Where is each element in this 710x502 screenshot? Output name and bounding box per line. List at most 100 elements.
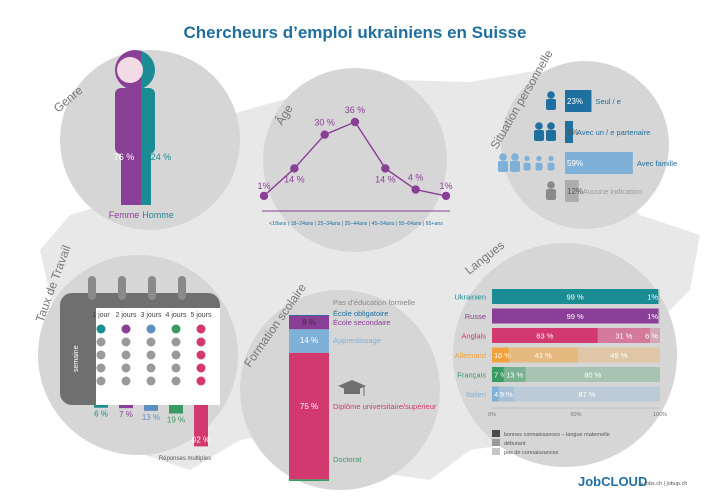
situation-category: Aucune indication <box>583 187 642 196</box>
taux-dot <box>196 324 206 334</box>
langue-segment <box>597 328 650 343</box>
taux-note: Réponses multiples <box>159 456 211 462</box>
graduation-cap-icon <box>338 380 366 396</box>
age-value-label: 1% <box>257 181 270 191</box>
person-icon-body <box>534 130 544 141</box>
taux-dot <box>146 363 156 373</box>
person-icon <box>548 155 554 162</box>
langue-value-label: 99 % <box>567 312 584 321</box>
genre-male-value: 24 % <box>151 152 172 162</box>
person-icon <box>547 181 555 189</box>
situation-value: 6% <box>567 128 579 137</box>
age-value-label: 4 % <box>408 173 424 183</box>
langue-segment <box>525 367 660 382</box>
langue-value-label: 13 % <box>506 371 523 380</box>
legend-swatch <box>492 430 500 437</box>
taux-day-label: 2 jours <box>115 312 137 319</box>
legend-label: pas de connaissances <box>504 450 559 456</box>
age-value-label: 36 % <box>345 105 366 115</box>
langue-value-label: 7 % <box>494 371 507 380</box>
langue-label: Allemand <box>455 351 486 360</box>
taux-dot <box>96 350 106 360</box>
age-point <box>441 191 451 201</box>
genre-female-value: 76 % <box>114 152 135 162</box>
formation-category: Doctorat <box>333 455 362 464</box>
person-icon-body <box>523 162 531 171</box>
genre-female-label: Femme <box>109 210 140 220</box>
age-line-chart: 1%14 %30 %36 %14 %4 %1% <box>257 105 453 201</box>
age-point <box>381 164 390 173</box>
page-title: Chercheurs d’emploi ukrainiens en Suisse <box>184 23 527 42</box>
taux-dot <box>146 350 156 360</box>
situation-value: 23% <box>567 97 583 106</box>
age-point <box>350 117 360 127</box>
person-icon <box>535 122 543 130</box>
taux-bar <box>94 405 108 408</box>
langue-segment <box>503 367 526 382</box>
langue-segment <box>508 347 578 363</box>
taux-dot <box>121 376 131 386</box>
formation-value-label: 8 % <box>302 318 316 327</box>
taux-dot <box>196 376 206 386</box>
footer-links[interactable]: » jobs.ch | jobup.ch <box>640 481 687 487</box>
person-icon <box>536 155 542 162</box>
age-circle <box>263 68 447 252</box>
langue-value-label: 1% <box>647 312 658 321</box>
taux-dot <box>146 324 156 334</box>
taux-dot <box>171 350 181 360</box>
formation-segment <box>289 329 329 353</box>
situation-value: 59% <box>567 159 583 168</box>
formation-value-label: 14 % <box>300 336 318 345</box>
langue-label: Anglais <box>461 332 486 341</box>
age-value-label: 14 % <box>284 174 305 184</box>
taux-dot <box>96 363 106 373</box>
taux-day-label: 1 jour <box>92 312 110 319</box>
langue-tick: 100% <box>653 412 667 418</box>
age-value-label: 14 % <box>375 174 396 184</box>
situation-bar-chart: 23%Seul / e6%Avec un / e partenaire59%Av… <box>498 90 677 202</box>
langue-label: Français <box>457 371 486 380</box>
age-axis-labels: <18ans | 18–24ans | 25–34ans | 35–44ans … <box>269 221 443 227</box>
person-icon-body <box>510 161 520 172</box>
taux-value-label: 6 % <box>94 410 108 419</box>
langue-label: Ukrainien <box>454 293 486 302</box>
taux-day-label: 4 jours <box>165 312 187 319</box>
langue-value-label: 87 % <box>578 390 595 399</box>
formation-category: Diplôme universitaire/supérieur <box>333 402 437 411</box>
age-point <box>411 185 420 194</box>
taux-dot <box>196 363 206 373</box>
langue-segment <box>649 328 660 343</box>
age-point <box>320 130 329 139</box>
person-icon-body <box>535 162 543 171</box>
person-icon <box>547 91 555 99</box>
situation-bar <box>565 180 579 202</box>
age-value-label: 1% <box>439 181 452 191</box>
langue-segment <box>513 386 660 402</box>
formation-value-label: 75 % <box>300 402 318 411</box>
taux-value-label: 92 % <box>192 435 210 444</box>
person-icon <box>547 122 555 130</box>
langue-value-label: 10 % <box>494 351 511 360</box>
langue-segment <box>492 347 509 363</box>
taux-dot <box>146 376 156 386</box>
formation-category: Apprentissage <box>333 336 381 345</box>
legend-swatch <box>492 439 500 446</box>
langue-value-label: 6 % <box>645 332 658 341</box>
genre-male-label: Homme <box>142 210 174 220</box>
jobcloud-logo: JobCLOUD <box>578 474 647 489</box>
langue-segment <box>658 308 660 324</box>
langue-label: Italien <box>466 390 486 399</box>
taux-dot <box>121 350 131 360</box>
langue-tick: 0% <box>488 412 496 418</box>
taux-bar <box>144 405 158 411</box>
male-half-icon <box>141 50 155 205</box>
formation-segment <box>289 352 329 480</box>
formation-segment <box>289 479 329 481</box>
taux-value-label: 13 % <box>142 413 160 422</box>
taux-dot <box>171 324 181 334</box>
legend-label: débutant <box>504 441 526 447</box>
